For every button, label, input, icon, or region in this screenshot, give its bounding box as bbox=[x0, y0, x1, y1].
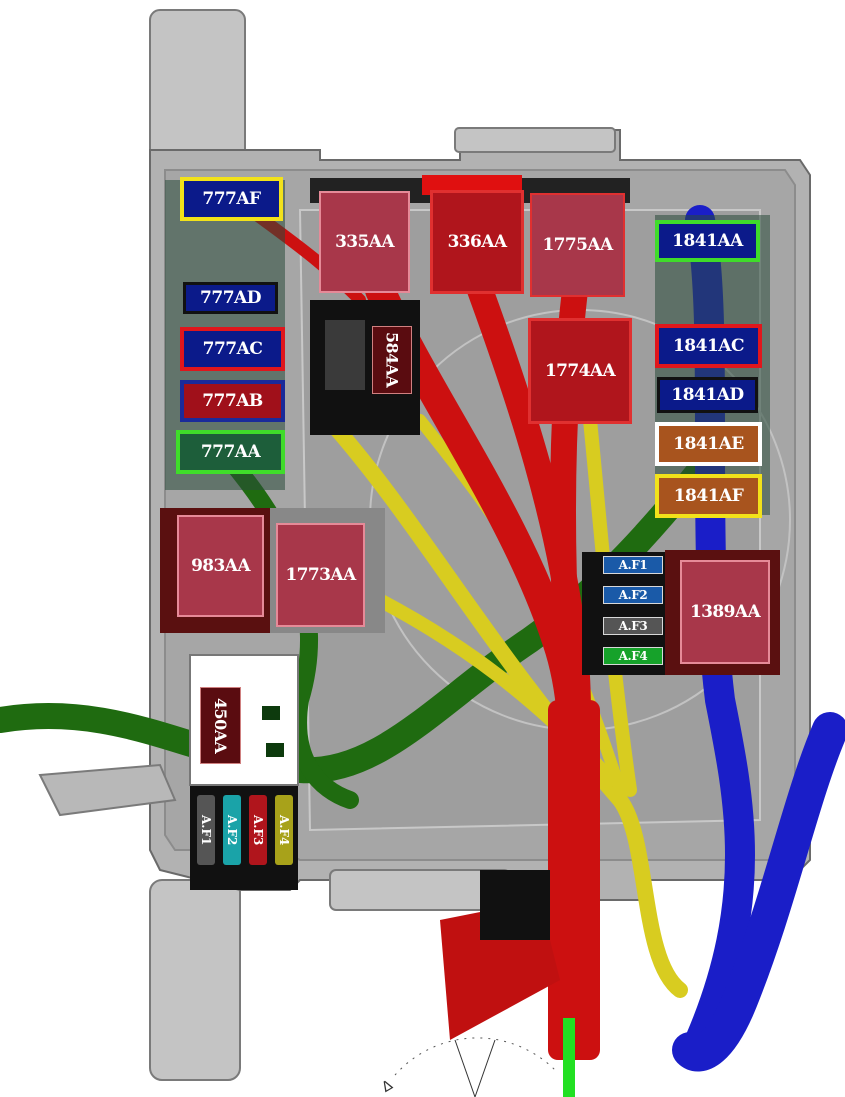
mount-584-slots bbox=[325, 320, 365, 390]
gauge-needle-left bbox=[454, 1039, 476, 1097]
connector-777aa: 777AA bbox=[176, 430, 285, 474]
connector-777ac: 777AC bbox=[180, 327, 285, 371]
relay-584aa-label: 584AA bbox=[382, 332, 402, 388]
relay-450aa-label: 450AA bbox=[211, 697, 230, 754]
dark-clip bbox=[480, 870, 550, 940]
relay-335aa: 335AA bbox=[319, 191, 410, 293]
connector-1841af: 1841AF bbox=[655, 474, 762, 518]
housing-top-tab bbox=[454, 127, 616, 153]
connector-777ab: 777AB bbox=[180, 380, 285, 422]
relay-1773aa: 1773AA bbox=[276, 523, 365, 627]
relay-450aa: 450AA bbox=[200, 687, 241, 764]
fuse-bottom-af2: A.F2 bbox=[223, 795, 241, 865]
gauge-arc bbox=[394, 1037, 556, 1076]
small-block-2 bbox=[266, 743, 284, 757]
fuse-right-af2: A.F2 bbox=[603, 586, 663, 604]
fuse-bottom-af4: A.F4 bbox=[275, 795, 293, 865]
wire-red-bundle bbox=[548, 700, 600, 1060]
relay-1774aa: 1774AA bbox=[528, 318, 632, 424]
connector-1841ad: 1841AD bbox=[657, 377, 758, 413]
small-block-1 bbox=[262, 706, 280, 720]
wire-blue-2 bbox=[672, 712, 845, 1072]
fuse-bottom-af1: A.F1 bbox=[197, 795, 215, 865]
relay-1389aa: 1389AA bbox=[680, 560, 770, 664]
connector-777ad: 777AD bbox=[183, 282, 278, 314]
fuse-right-af1: A.F1 bbox=[603, 556, 663, 574]
connector-1841aa: 1841AA bbox=[655, 220, 760, 262]
relay-1775aa: 1775AA bbox=[530, 193, 625, 297]
gauge-delta: Δ bbox=[379, 1077, 396, 1096]
housing-left-rail-lower bbox=[149, 879, 241, 1081]
gauge-green-bar bbox=[563, 1018, 575, 1097]
fuse-right-af4: A.F4 bbox=[603, 647, 663, 665]
relay-336aa: 336AA bbox=[430, 190, 524, 294]
fuse-right-af3: A.F3 bbox=[603, 617, 663, 635]
housing-left-flange bbox=[38, 763, 177, 817]
connector-777af: 777AF bbox=[180, 177, 283, 221]
angle-gauge: Δ bbox=[379, 1018, 575, 1097]
connector-1841ac: 1841AC bbox=[655, 324, 762, 368]
relay-983aa: 983AA bbox=[177, 515, 264, 617]
fuse-bottom-af3: A.F3 bbox=[249, 795, 267, 865]
gauge-needle-right bbox=[474, 1039, 496, 1097]
connector-1841ae: 1841AE bbox=[655, 422, 762, 466]
relay-584aa: 584AA bbox=[372, 326, 412, 394]
